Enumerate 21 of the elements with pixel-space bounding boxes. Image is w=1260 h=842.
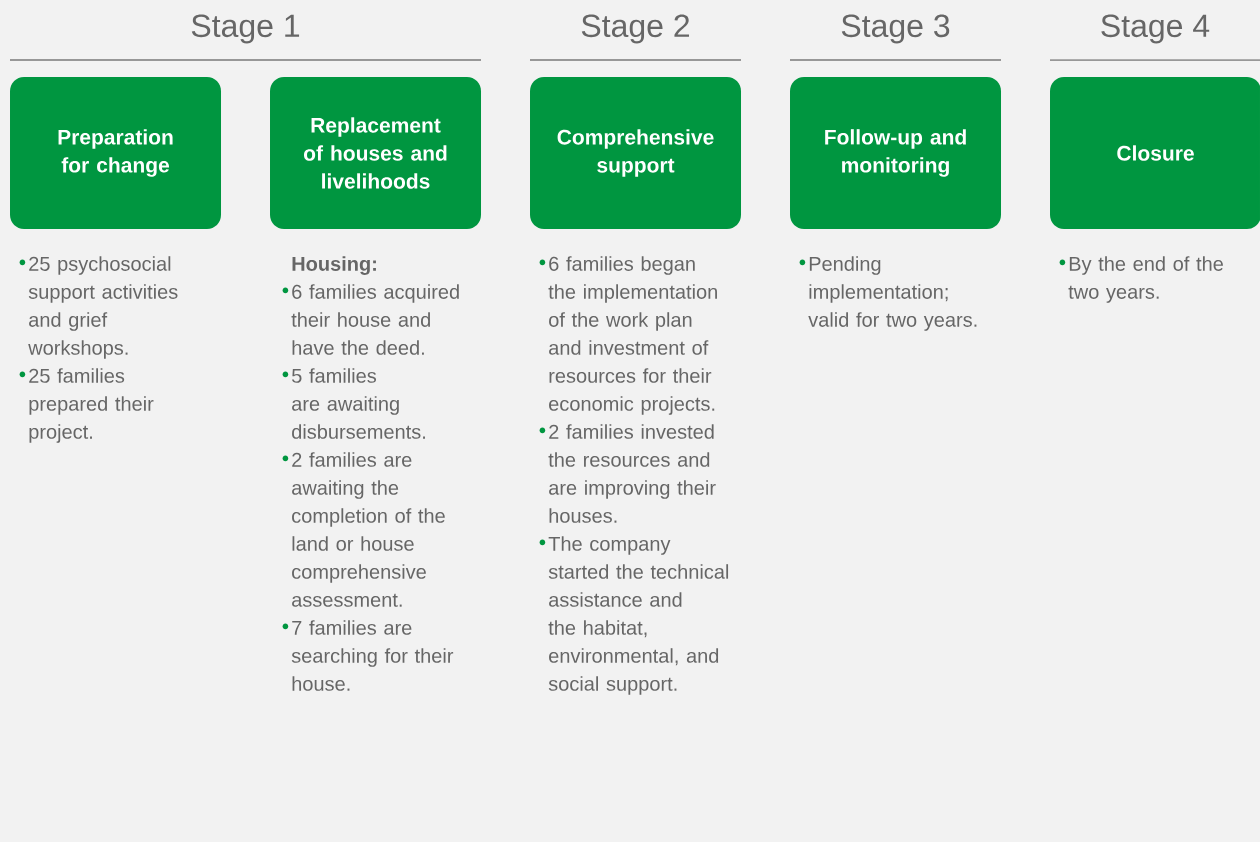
bullet-item: By the end of the two years. [1059, 256, 1223, 303]
stage-box: Follow-up and monitoring [790, 77, 1001, 229]
stage-heading: Stage 4 [1101, 14, 1210, 44]
bullet-item: 2 families are awaiting the completion of the land or house comprehensive assessment. [282, 452, 445, 607]
bullet-item: 7 families are searching for their house. [282, 620, 454, 691]
bullet-item: 25 psychosocial support activities and grief workshops. [19, 256, 178, 359]
stage-box: Comprehensive support [530, 77, 741, 229]
bullet-item: 6 families began the implementation of the work plan and investment of resources for their economic projects. [539, 256, 717, 415]
bullet-item: 5 families are awaiting disbursements. [282, 368, 425, 439]
stage-heading: Stage 3 [841, 14, 950, 44]
list-heading: Housing: [292, 256, 376, 275]
bullet-item: 6 families acquired their house and have the deed. [282, 284, 459, 355]
bullet-item: 25 families prepared their project. [19, 368, 154, 443]
stage-box: Preparation for change [10, 77, 221, 229]
bullet-item: 2 families invested the resources and are improving their houses. [539, 424, 716, 523]
stage-heading: Stage 2 [581, 14, 689, 44]
stage-heading: Stage 1 [191, 14, 300, 44]
bullet-item: Pending implementation; valid for two years. [799, 256, 977, 331]
bullet-item: The company started the technical assistance and the habitat, environmental, and social support. [539, 536, 729, 695]
stage-box: Replacement of houses and livelihoods [270, 77, 481, 229]
stage-box: Closure [1050, 77, 1260, 229]
